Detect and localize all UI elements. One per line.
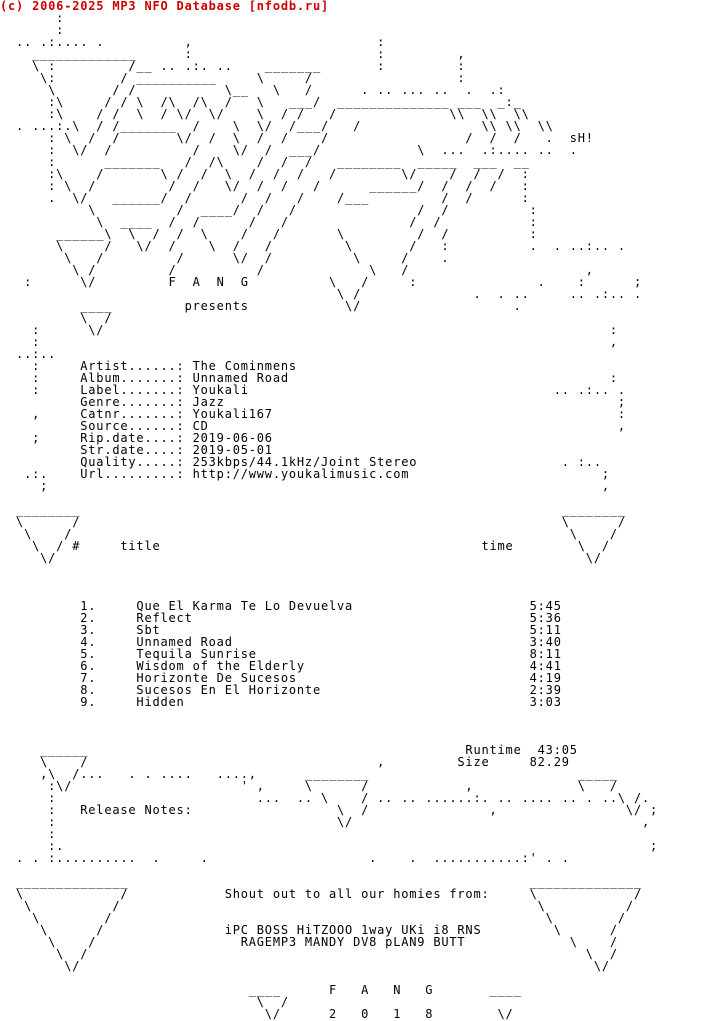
nfo-line: ______________ ______________ [16,875,642,889]
nfo-line: Genre.......: Jazz ; [80,395,626,409]
nfo-line: 3. Sbt 5:11 [80,623,562,637]
nfo-line: : [56,11,65,25]
nfo-line: Source......: CD , [80,419,626,433]
nfo-line: : \ / / / \/ / / / ______/ / / / : [48,179,530,193]
nfo-line: \ / . . .. .. .:.. . [337,287,642,301]
nfo-line: \: / __________ \ / : [40,71,466,85]
nfo-line: ,\ /... . . .... ...., ________ _____ [40,767,618,781]
nfo-document: (c) 2006-2025 MP3 NFO Database [nfodb.ru… [0,0,658,1021]
nfo-line: ..:.. [16,347,57,361]
nfo-line: : \/ / / \/ / ___/ \ ... .:.... .. . [48,143,578,157]
nfo-line: ____ presents \/ . [80,299,522,313]
nfo-line: \ / iPC BOSS HiTZOOO 1way UKi i8 RNS \ / [40,923,618,937]
nfo-line: ______ Runtime 43:05 [40,743,578,757]
nfo-line: \/ \/ [64,959,610,973]
nfo-line: :. ; [48,839,659,853]
nfo-line: :\ / / \ / \/ \/ \ / / / \\ \\ \\ [48,107,530,121]
nfo-line: 1. Que El Karma Te Lo Devuelva 5:45 [80,599,562,613]
nfo-line: : Album.......: Unnamed Road : [32,371,618,385]
nfo-line: \ / Shout out to all our homies from: \ … [16,887,642,901]
nfo-line: : Label.......: Youkali .. .:.. . [32,383,626,397]
nfo-line: : [48,827,57,841]
nfo-line: \/ \/ [40,551,602,565]
nfo-line: ______\ \ / / \ / / \ / / : [56,227,538,241]
nfo-line: \/ 2 0 1 8 \/ [264,1007,514,1021]
nfo-line: \ / \ / [16,515,626,529]
nfo-line: 8. Sucesos En El Horizonte 2:39 [80,683,562,697]
nfo-line: Str.date....: 2019-05-01 [80,443,273,457]
nfo-body: : : .. .:.... . , : _____________ : : , … [0,11,658,1021]
nfo-line: . . :.......... . . . . ...........:' . … [16,851,570,865]
nfo-line: 5. Tequila Sunrise 8:11 [80,647,562,661]
nfo-line: : _______ / /\ / / / ________ _____ ___ … [48,155,530,169]
nfo-line: : \/ : [32,323,618,337]
nfo-line: . \/ ______/ / / / / /___ / / : [48,191,530,205]
nfo-line: \ / / \__ \ / . .. ... .. . .: [48,83,506,97]
nfo-line: ; , [40,479,610,493]
nfo-line: :\ / \ / / \ / / / / \/ / / / : [48,167,530,181]
nfo-line: . ...:.\ / /_______ / \ \/ /___/ / \\ \\… [16,119,554,133]
nfo-line: 6. Wisdom of the Elderly 4:41 [80,659,562,673]
nfo-line: : ... .. \ / .. .. ......:. .. .... .. .… [48,791,650,805]
nfo-line: 4. Unnamed Road 3:40 [80,635,562,649]
nfo-line: : \/ , [48,815,650,829]
nfo-line: : \/ F A N G \ / : . : ; [24,275,642,289]
nfo-line: \ / \/ / \ / / \ / : . . ..:.. . [56,239,626,253]
nfo-line: \ ____ / / / / / / : [96,215,538,229]
nfo-line: \ / , Size 82.29 [40,755,570,769]
nfo-line: \ / \ / [24,527,618,541]
nfo-line: \ / / \/ / \ / . [64,251,450,265]
nfo-line: :\/ ' , \ / , \ / [48,779,618,793]
nfo-line: ; Rip.date....: 2019-06-06 [32,431,273,445]
nfo-line: 2. Reflect 5:36 [80,611,562,625]
nfo-line: Quality.....: 253kbps/44.1kHz/Joint Ster… [80,455,602,469]
nfo-line: : \ / / \/ / \ / / / / / / . sH! [48,131,594,145]
nfo-line: : Artist......: The Cominmens [32,359,297,373]
nfo-line: \ / \ / [56,947,618,961]
nfo-line: 7. Horizonte De Sucesos 4:19 [80,671,562,685]
nfo-line: \ / [80,311,113,325]
nfo-line: \ / # title time \ / [32,539,610,553]
nfo-line: \ / ____/ / / / / : [88,203,538,217]
nfo-line: : , [32,335,618,349]
nfo-line: \ / RAGEMP3 MANDY DV8 pLAN9 BUTT \ / [48,935,618,949]
nfo-line: \ : /__ .. .:. .. _______ : : [32,59,466,73]
nfo-line: \ / \ / [32,911,626,925]
nfo-line: , Catnr.......: Youkali167 : [32,407,626,421]
nfo-line: _____________ : : , [32,47,466,61]
nfo-line: : [56,23,65,37]
nfo-line: : Release Notes: \ / , \/ ; [48,803,659,817]
nfo-line: \ / \ / [24,899,634,913]
nfo-line: ________ ________ [16,503,626,517]
nfo-line: .. .:.... . , : [16,35,386,49]
nfo-line: 9. Hidden 3:03 [80,695,562,709]
nfo-line: .:. Url.........: http://www.youkalimusi… [24,467,610,481]
nfo-line: :\ / / \ /\ /\ / \ ___/ ______________ _… [48,95,522,109]
nfo-line: \ / / / \ / , [72,263,594,277]
nfodb-banner[interactable]: (c) 2006-2025 MP3 NFO Database [nfodb.ru… [0,0,330,13]
